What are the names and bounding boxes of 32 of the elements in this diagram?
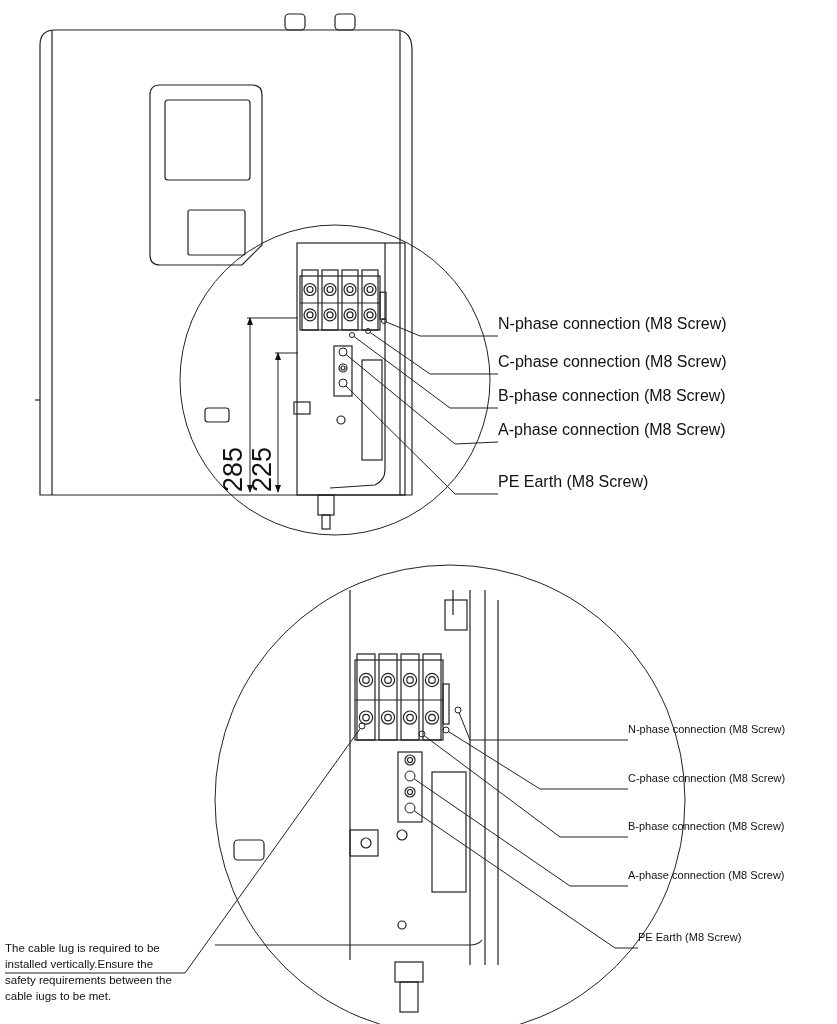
callout-label: C-phase connection (M8 Screw) xyxy=(628,772,800,788)
leader-line xyxy=(353,336,499,409)
callout-label: B-phase connection (M8 Screw) xyxy=(628,820,800,836)
leader-line xyxy=(423,735,629,838)
terminal-screw xyxy=(365,328,371,334)
callout-label: PE Earth (M8 Screw) xyxy=(498,472,760,494)
terminal-screw xyxy=(358,722,366,730)
leader-line xyxy=(458,712,629,741)
leader-line xyxy=(345,354,499,445)
leader-line xyxy=(4,727,361,974)
leader-line xyxy=(369,331,499,375)
note-text: The cable lug is required to be installed vertically.Ensure the safety requirements between the cable iugs to be met. xyxy=(5,940,185,1004)
callout-label: N-phase connection (M8 Screw) xyxy=(628,723,800,739)
terminal-screw xyxy=(381,318,387,324)
callout-label: A-phase connection (M8 Screw) xyxy=(498,420,760,442)
callout-label: PE Earth (M8 Screw) xyxy=(638,931,818,947)
callout-label: A-phase connection (M8 Screw) xyxy=(628,869,800,885)
callout-label: N-phase connection (M8 Screw) xyxy=(498,314,760,336)
terminal-screw xyxy=(338,347,348,357)
leader-line xyxy=(385,321,499,337)
terminal-screw xyxy=(349,332,355,338)
terminal-screw xyxy=(418,730,426,738)
terminal-screw xyxy=(454,706,462,714)
dimension-label: 285 xyxy=(220,446,247,492)
dimension-label: 225 xyxy=(249,446,276,492)
terminal-screw xyxy=(404,802,416,814)
terminal-screw xyxy=(404,770,416,782)
callout-label: C-phase connection (M8 Screw) xyxy=(498,352,760,374)
terminal-screw xyxy=(442,726,450,734)
terminal-screw xyxy=(338,378,348,388)
callout-label: B-phase connection (M8 Screw) xyxy=(498,386,760,408)
leader-line xyxy=(448,731,629,790)
